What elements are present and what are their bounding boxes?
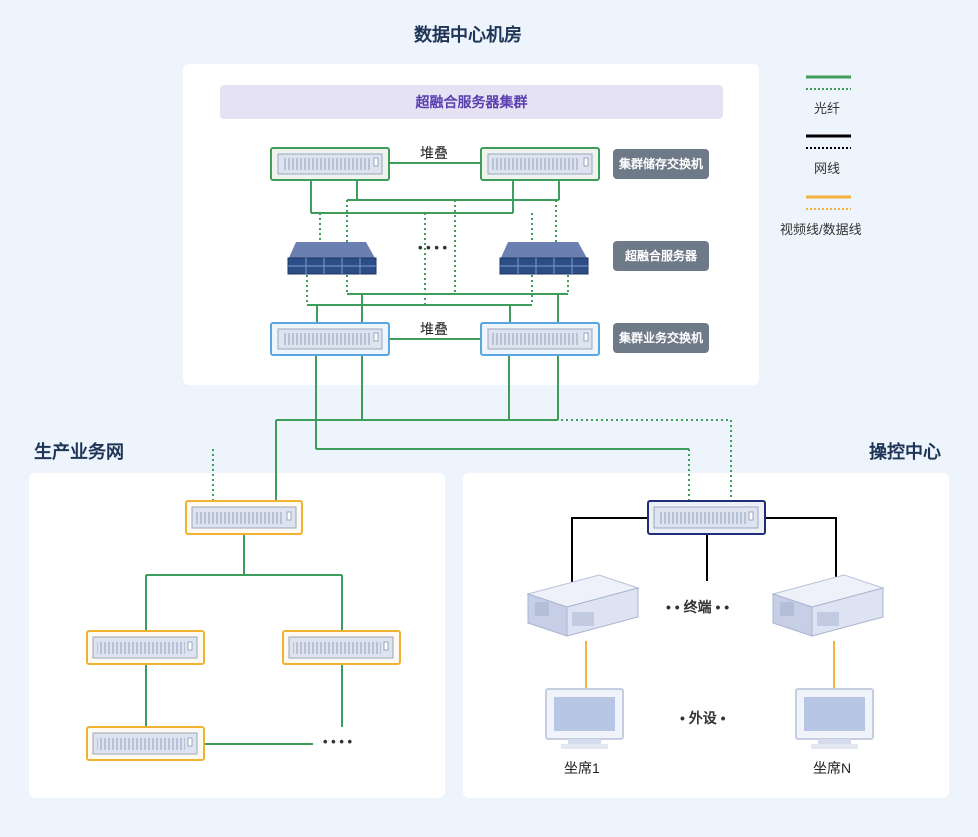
fiber-dotted-lines (212, 200, 732, 500)
terminal-1 (526, 574, 640, 637)
production-switch-bottom (86, 726, 205, 761)
business-switch-tag: 集群业务交换机 (613, 323, 709, 353)
stack-label-top: 堆叠 (420, 145, 448, 161)
monitor-n (795, 688, 874, 749)
fiber-lines (145, 162, 689, 745)
legend-network-label: 网线 (814, 161, 841, 176)
production-switch-right (282, 630, 401, 665)
hci-ellipsis: • • • • (418, 240, 448, 255)
business-switch-1 (270, 322, 390, 356)
monitor-1 (545, 688, 624, 749)
hci-server-1 (287, 242, 377, 275)
storage-switch-1 (270, 147, 390, 181)
control-switch (647, 500, 766, 535)
control-title: 操控中心 (869, 442, 941, 462)
business-switch-2 (480, 322, 600, 356)
terminal-n (771, 574, 885, 637)
legend-fiber-label: 光纤 (814, 101, 841, 116)
stack-label-bottom: 堆叠 (420, 321, 448, 337)
terminal-label: • • 终端 • • (666, 599, 730, 615)
storage-switch-2 (480, 147, 600, 181)
storage-switch-tag: 集群储存交换机 (613, 149, 709, 179)
hci-server-2 (499, 242, 589, 275)
seat-1-label: 坐席1 (564, 760, 600, 776)
production-title: 生产业务网 (34, 442, 124, 462)
legend-swatches (806, 75, 851, 210)
video-lines (585, 641, 835, 688)
production-switch-left (86, 630, 205, 665)
cluster-banner: 超融合服务器集群 (220, 85, 723, 119)
seat-n-label: 坐席N (813, 760, 852, 776)
hci-server-tag: 超融合服务器 (613, 241, 709, 271)
peripheral-label: • 外设 • (680, 710, 726, 726)
legend-video-label: 视频线/数据线 (780, 222, 862, 237)
production-ellipsis: • • • • (323, 734, 353, 749)
datacenter-title: 数据中心机房 (414, 25, 522, 45)
production-core-switch (185, 500, 303, 535)
network-lines (571, 517, 837, 593)
